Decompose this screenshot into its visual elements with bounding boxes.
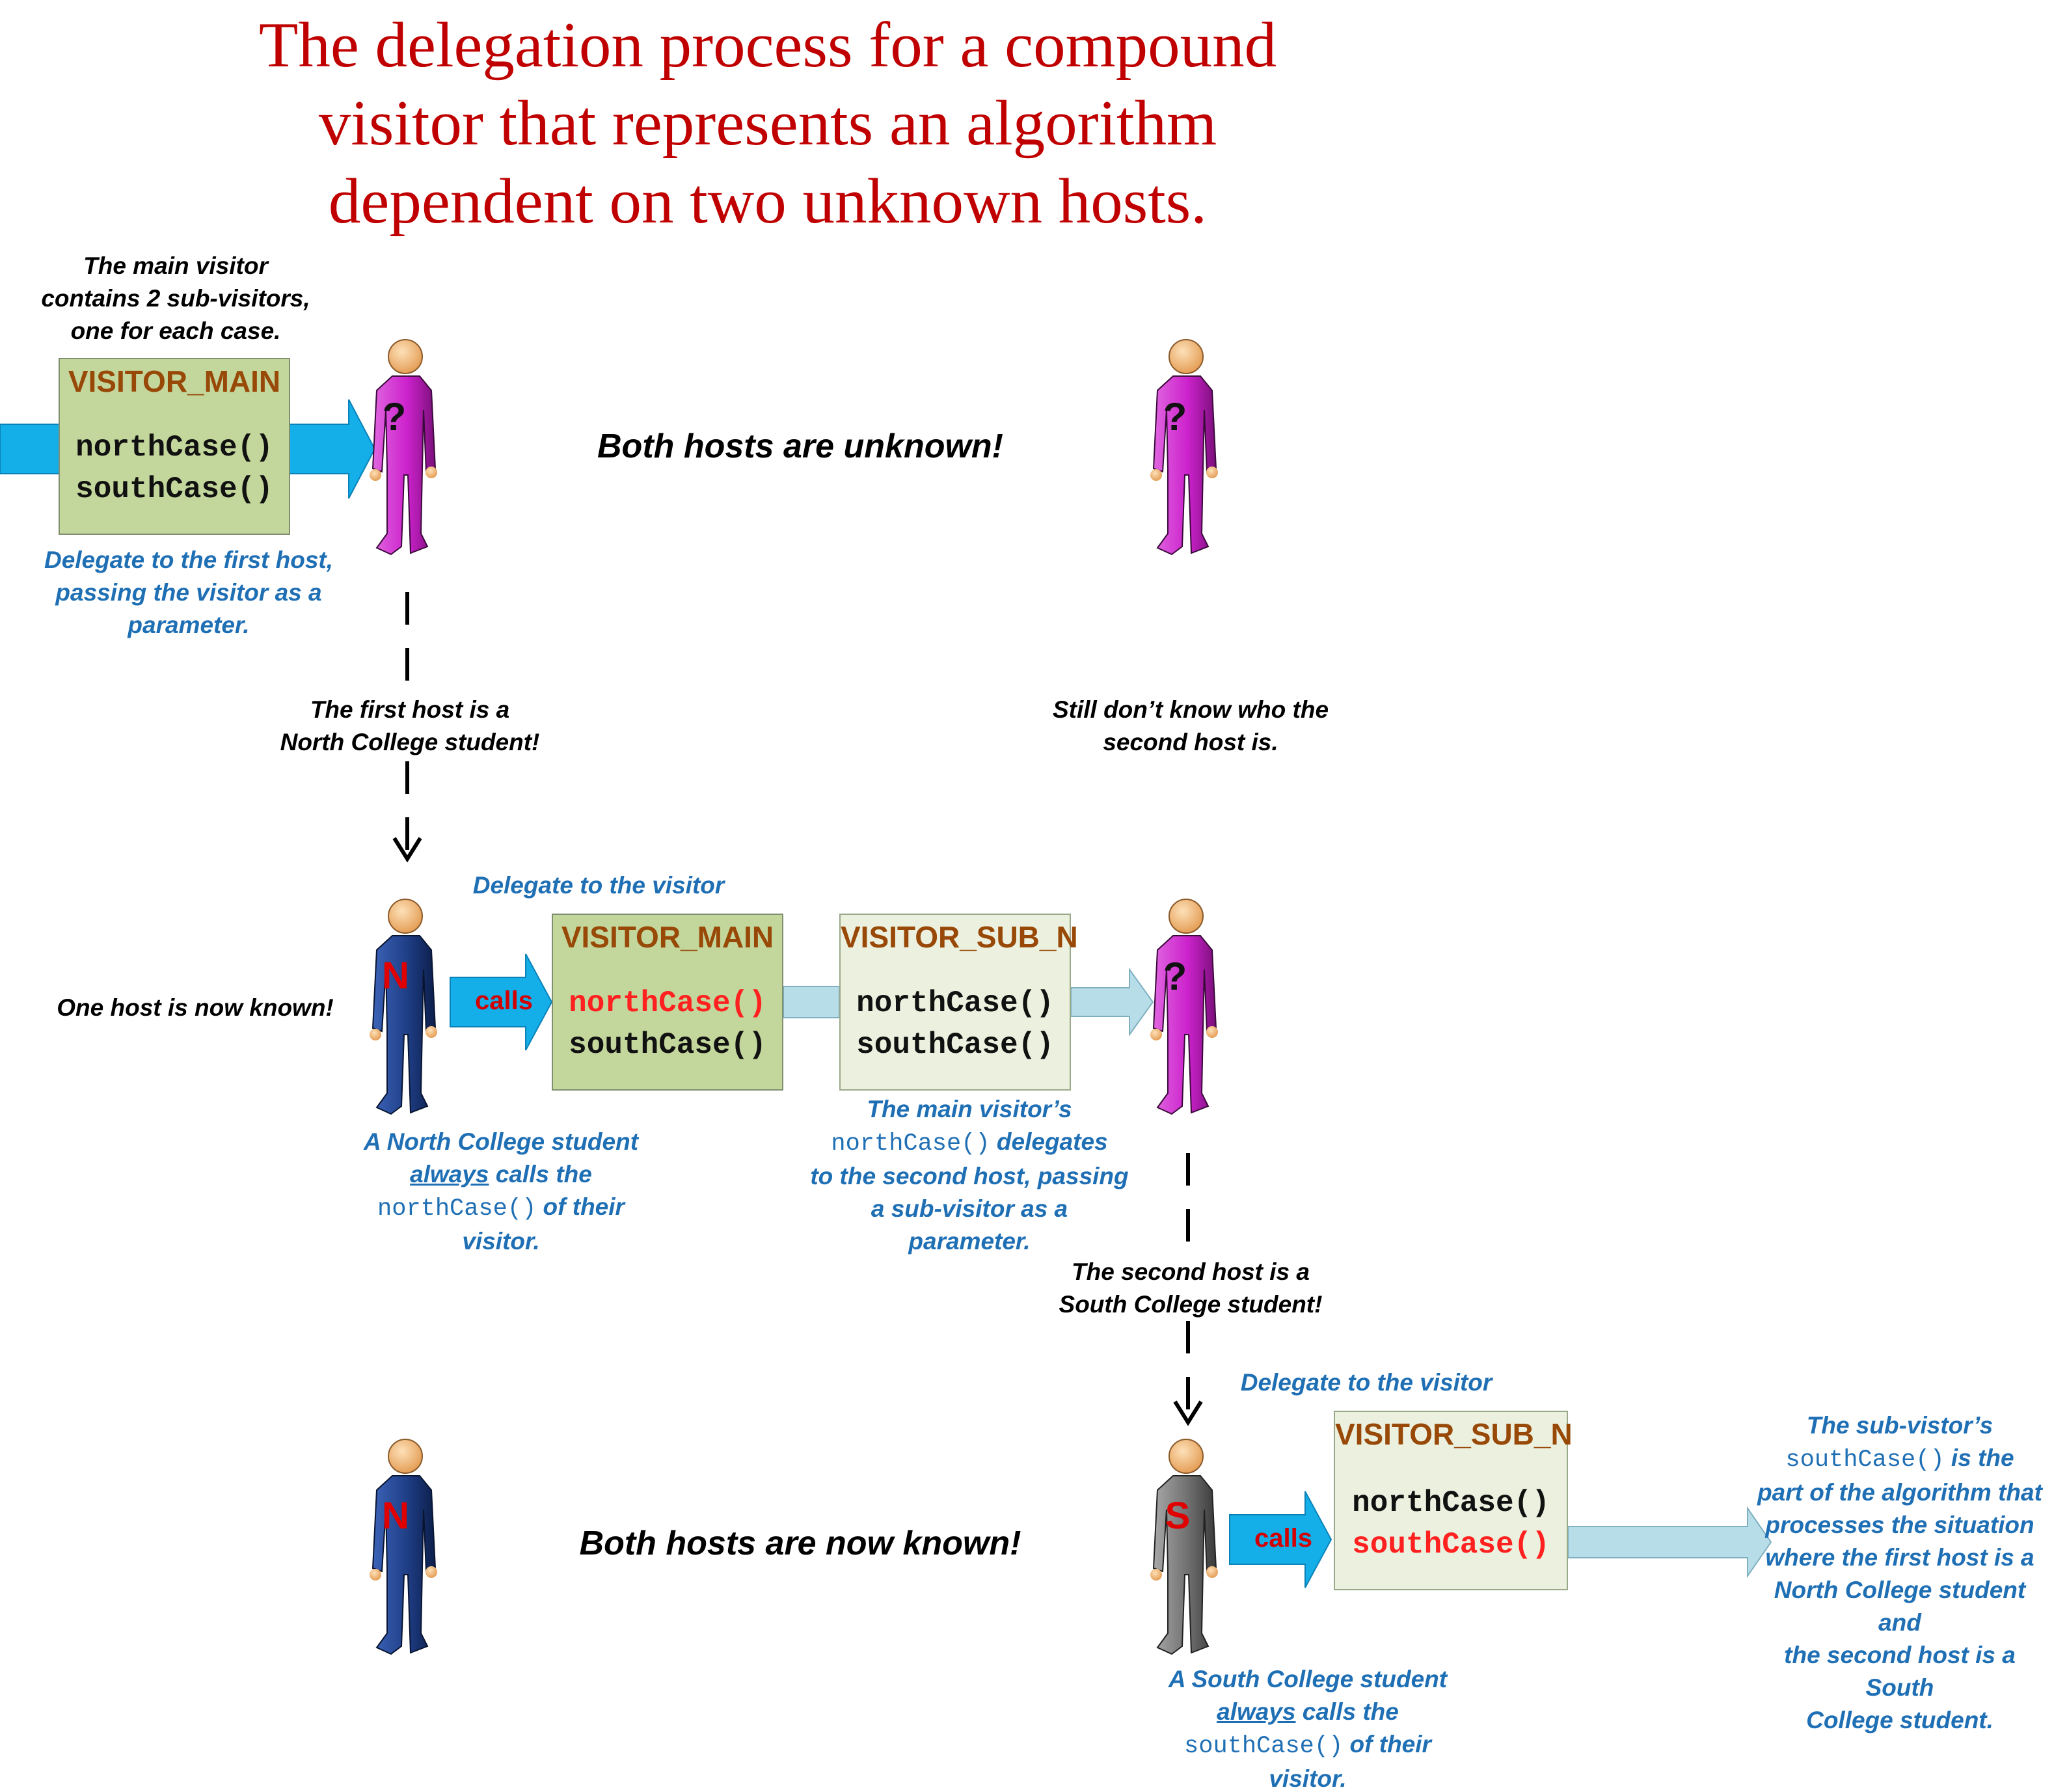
subvisitor-explanation-caption: The sub-vistor’s southCase() is the part… xyxy=(1757,1412,2042,1733)
host-unknown-figure-2 xyxy=(1149,338,1219,556)
north-marker-2: N xyxy=(382,1495,409,1537)
title-line-3: dependent on two unknown hosts. xyxy=(328,166,1208,237)
north-case-method: northCase() xyxy=(1352,1486,1550,1520)
north-marker-1: N xyxy=(382,955,409,997)
host-unknown-figure-1 xyxy=(368,338,439,556)
box-title: VISITOR_SUB_N xyxy=(1335,1417,1573,1451)
pale-connector xyxy=(783,986,840,1018)
pale-arrow-to-host xyxy=(1070,967,1154,1037)
south-case-method-highlighted: southCase() xyxy=(1352,1528,1550,1562)
box-title: VISITOR_MAIN xyxy=(561,920,774,954)
pale-arrow-result xyxy=(1567,1506,1772,1579)
one-host-known-label: One host is now known! xyxy=(57,994,334,1021)
host-north-figure-1 xyxy=(368,898,439,1115)
calls-label-2: calls xyxy=(1254,1524,1312,1553)
visitor-main-box-1: VISITOR_MAIN northCase() southCase() xyxy=(59,358,290,535)
south-student-caption: A South College student always calls the… xyxy=(1168,1666,1448,1792)
diagram-title: The delegation process for a compound vi… xyxy=(195,7,1340,241)
calls-arrow-2 xyxy=(1229,1491,1332,1588)
box-title: VISITOR_MAIN xyxy=(68,364,281,398)
unknown-marker-2: ? xyxy=(1163,395,1187,439)
second-host-is-caption: The second host is a South College stude… xyxy=(1059,1258,1323,1318)
box-title: VISITOR_SUB_N xyxy=(841,920,1078,954)
arrowhead-down-2 xyxy=(1173,1400,1203,1426)
both-unknown-label: Both hosts are unknown! xyxy=(597,428,1003,465)
host-south-figure xyxy=(1149,1438,1219,1655)
visitor-main-box-2: VISITOR_MAIN northCase() southCase() xyxy=(552,914,783,1091)
visitor-sub-n-box-1: VISITOR_SUB_N northCase() southCase() xyxy=(839,914,1078,1091)
still-dont-know-caption: Still don’t know who the second host is. xyxy=(1052,696,1329,755)
unknown-marker-1: ? xyxy=(382,395,407,439)
north-case-method-highlighted: northCase() xyxy=(569,986,766,1020)
south-marker: S xyxy=(1165,1495,1191,1537)
host-north-figure-2 xyxy=(368,1438,439,1655)
main-visitor-delegates-caption: The main visitor’s northCase() delegates… xyxy=(810,1096,1129,1255)
main-visitor-note: The main visitor contains 2 sub-visitors… xyxy=(41,252,310,344)
calls-arrow-1 xyxy=(450,953,553,1051)
title-line-1: The delegation process for a compound xyxy=(258,10,1277,81)
unknown-marker-3: ? xyxy=(1163,955,1187,998)
host-unknown-figure-3 xyxy=(1149,898,1219,1115)
delegate-to-visitor-caption-1: Delegate to the visitor xyxy=(472,872,725,899)
north-student-caption: A North College student always calls the… xyxy=(363,1128,639,1255)
south-case-method: southCase() xyxy=(75,472,273,506)
south-case-method: southCase() xyxy=(569,1028,766,1062)
both-known-label: Both hosts are now known! xyxy=(579,1525,1021,1562)
north-case-method: northCase() xyxy=(75,431,273,465)
first-host-is-caption: The first host is a North College studen… xyxy=(280,696,540,755)
delegate-to-visitor-caption-2: Delegate to the visitor xyxy=(1240,1369,1493,1396)
north-case-method: northCase() xyxy=(856,986,1054,1020)
visitor-sub-n-box-2: VISITOR_SUB_N northCase() southCase() xyxy=(1334,1411,1573,1590)
title-line-2: visitor that represents an algorithm xyxy=(318,88,1217,159)
arrowhead-down-1 xyxy=(392,837,422,863)
south-case-method: southCase() xyxy=(856,1028,1054,1062)
delegate-first-host-caption: Delegate to the first host, passing the … xyxy=(44,547,334,638)
calls-label-1: calls xyxy=(475,986,533,1015)
